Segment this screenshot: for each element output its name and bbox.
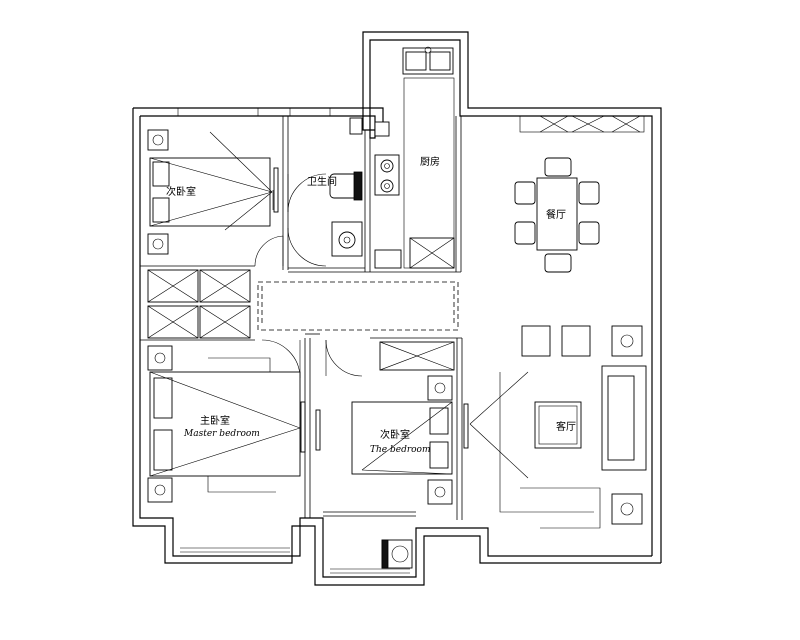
room-label-kitchen: 厨房 — [420, 155, 440, 168]
room-label-dining: 餐厅 — [546, 208, 566, 221]
fridge — [374, 249, 402, 269]
kitchen: 厨房 — [374, 46, 455, 269]
dining-table — [536, 177, 578, 251]
tv — [273, 167, 279, 213]
second-bedroom: 次卧室 — [147, 129, 279, 255]
nightstand — [147, 233, 169, 255]
coffee-table — [534, 401, 582, 449]
dining-area: 餐厅 — [514, 157, 600, 273]
room-label-third-bedroom: 次卧室 — [380, 428, 410, 441]
third-bedroom: 次卧室 The bedroom — [315, 341, 455, 505]
wardrobes — [147, 269, 251, 339]
room-label-master-bedroom: 主卧室 — [200, 414, 230, 427]
corridor-dashed — [257, 281, 459, 331]
windows — [177, 107, 645, 133]
doors — [254, 173, 363, 379]
balcony — [381, 539, 413, 569]
master-bedroom: 主卧室 Master bedroom — [147, 345, 306, 503]
bed — [149, 371, 301, 477]
room-label-bathroom: 卫生间 — [307, 175, 337, 188]
nightstand — [147, 129, 169, 151]
room-label-living: 客厅 — [556, 420, 576, 433]
tv — [463, 403, 469, 449]
bathroom: 卫生间 — [307, 117, 363, 257]
interior-walls — [140, 116, 463, 520]
bed — [149, 157, 271, 227]
room-label-third-bedroom-en: The bedroom — [370, 445, 431, 455]
living-room: 客厅 — [463, 325, 647, 529]
tv — [300, 401, 306, 453]
room-label-master-bedroom-en: Master bedroom — [183, 429, 260, 439]
armchair — [521, 325, 551, 357]
room-label-second-bedroom: 次卧室 — [166, 185, 196, 198]
armchair — [561, 325, 591, 357]
tv — [315, 409, 321, 451]
